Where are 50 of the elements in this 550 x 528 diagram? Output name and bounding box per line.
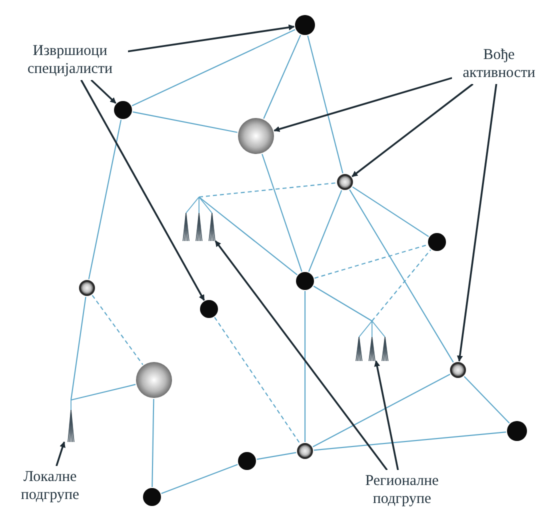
leader-arrow: [90, 79, 116, 104]
dot-node: [238, 452, 256, 470]
dot-node: [295, 15, 315, 35]
connector-line: [198, 196, 298, 276]
connector-line: [372, 249, 432, 322]
connector-line: [464, 376, 510, 424]
leader-arrow: [274, 77, 452, 132]
connector-line: [307, 36, 344, 174]
leader-arrow: [352, 83, 474, 178]
connector-line: [314, 431, 506, 451]
connector-line: [314, 244, 428, 279]
dot-node: [143, 488, 161, 506]
connector-line: [352, 186, 429, 237]
subgroup-tree-icon: [354, 321, 390, 361]
connector-line: [312, 374, 450, 448]
dot-node: [428, 233, 446, 251]
connector-line: [263, 34, 302, 119]
connector-line: [349, 189, 454, 363]
connector-line: [132, 29, 296, 106]
dot-node: [296, 272, 314, 290]
leader-arrow: [80, 80, 205, 301]
leader-arrow: [456, 84, 498, 362]
connector-line: [132, 111, 238, 133]
ring-node: [450, 362, 466, 378]
ring-node: [297, 443, 313, 459]
leader-arrow: [374, 360, 399, 470]
connector-line: [262, 154, 302, 272]
sphere-node: [136, 362, 172, 398]
dot-node: [507, 421, 527, 441]
connector-line: [214, 316, 300, 444]
leader-arrow: [214, 240, 388, 471]
connector-line: [308, 190, 342, 272]
subgroup-tree-icon: [181, 197, 217, 241]
sphere-node: [238, 118, 274, 154]
connector-line: [304, 291, 306, 442]
connector-line: [152, 398, 154, 487]
connector-line: [88, 120, 122, 280]
connector-line: [70, 384, 136, 401]
dot-node: [200, 300, 218, 318]
connector-line: [198, 182, 336, 198]
ring-node: [79, 280, 95, 296]
connector-line: [256, 452, 296, 460]
connector-line: [70, 296, 86, 400]
dot-node: [114, 101, 132, 119]
connector-line: [313, 286, 372, 322]
connector-line: [161, 464, 238, 494]
ring-node: [337, 174, 353, 190]
connector-line: [92, 294, 144, 365]
leader-arrow: [56, 441, 66, 466]
leader-arrow: [128, 24, 295, 52]
